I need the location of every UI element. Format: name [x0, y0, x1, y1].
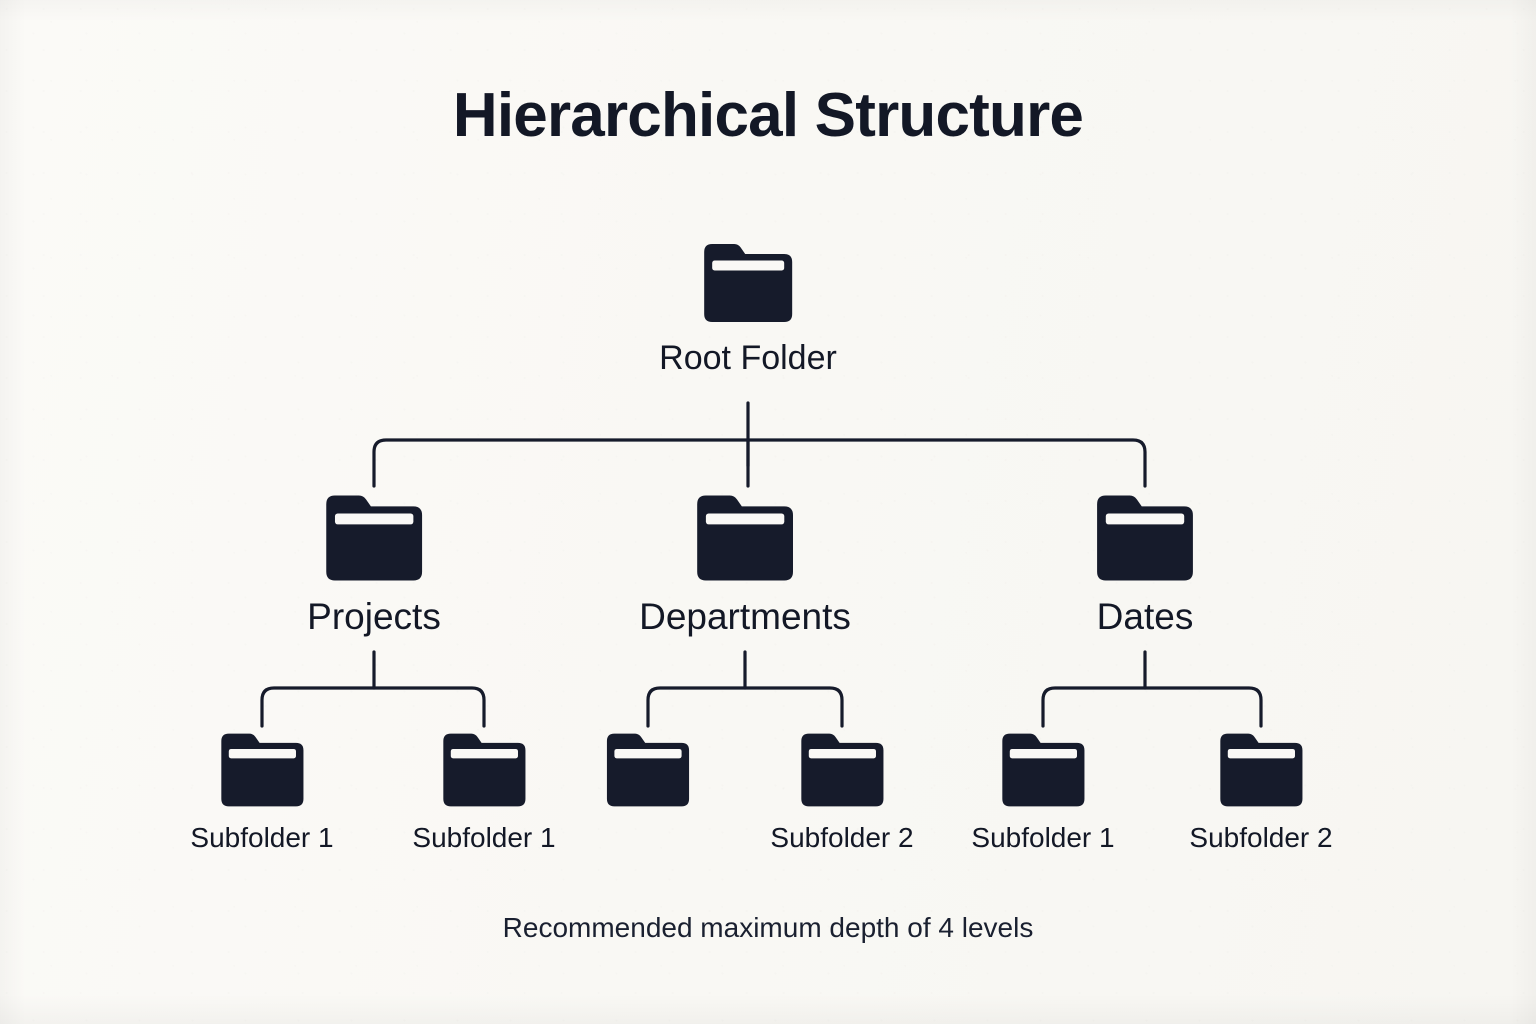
connector-dates-to-children — [1041, 650, 1263, 728]
folder-icon — [800, 733, 884, 807]
connector-dates-bus — [1041, 686, 1263, 728]
tree-node-departments[interactable]: Departments — [639, 489, 851, 637]
folder-icon — [703, 244, 792, 322]
folder-icon — [1219, 733, 1303, 807]
connector-departments-bus — [646, 686, 844, 728]
tree-node-subfolder-3[interactable] — [598, 728, 698, 823]
folder-icon — [1001, 733, 1085, 807]
connector-root-to-level2 — [372, 401, 1147, 488]
tree-node-label: Dates — [1096, 596, 1194, 637]
tree-node-subfolder-1[interactable]: Subfolder 1 — [190, 728, 334, 853]
tree-node-subfolder-4[interactable]: Subfolder 2 — [770, 728, 914, 853]
folder-icon — [1097, 495, 1193, 581]
tree-node-root[interactable]: Root Folder — [659, 238, 837, 377]
tree-node-projects[interactable]: Projects — [307, 489, 441, 637]
tree-node-label: Departments — [639, 596, 851, 637]
footer-note: Recommended maximum depth of 4 levels — [502, 912, 1034, 943]
page-title: Hierarchical Structure — [452, 81, 1084, 150]
tree-node-label: Subfolder 2 — [770, 822, 914, 853]
tree-node-label: Subfolder 1 — [412, 822, 556, 853]
folder-icon — [697, 495, 793, 581]
tree-node-dates[interactable]: Dates — [1087, 489, 1203, 637]
tree-node-label: Subfolder 1 — [190, 822, 334, 853]
folder-icon — [220, 733, 304, 807]
connector-projects-to-children — [260, 650, 486, 728]
tree-node-label: Root Folder — [659, 339, 837, 377]
tree-node-label: Subfolder 2 — [1189, 822, 1333, 853]
folder-icon — [326, 495, 422, 581]
tree-node-label: Subfolder 1 — [971, 822, 1115, 853]
folder-icon — [606, 733, 690, 807]
connector-root-bus — [372, 438, 1147, 488]
tree-node-subfolder-5[interactable]: Subfolder 1 — [971, 728, 1115, 853]
connector-departments-to-children — [646, 650, 844, 728]
connector-projects-bus — [260, 686, 486, 728]
folder-icon — [442, 733, 526, 807]
tree-node-subfolder-6[interactable]: Subfolder 2 — [1189, 728, 1333, 853]
tree-node-label: Projects — [307, 596, 441, 637]
tree-node-subfolder-2[interactable]: Subfolder 1 — [412, 728, 556, 853]
